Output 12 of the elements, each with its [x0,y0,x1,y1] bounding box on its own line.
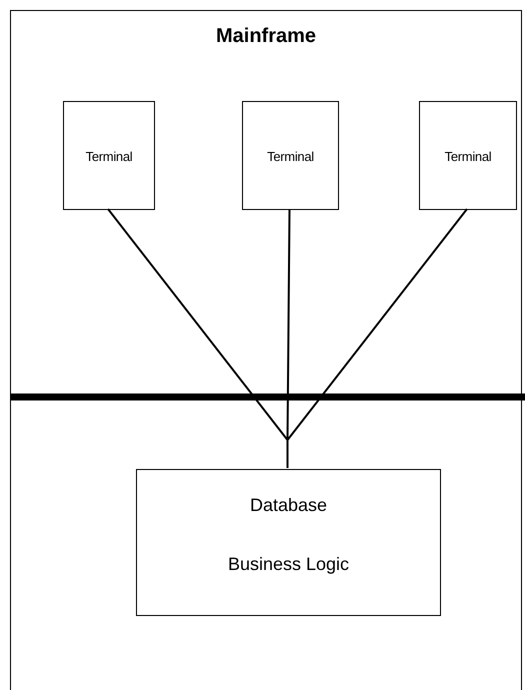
server-box [136,469,441,616]
title: Mainframe [214,25,318,48]
node-label: Terminal [444,148,492,164]
node-label: Terminal [266,148,315,164]
node-label: Database [248,495,328,516]
mainframe-frame [10,10,522,690]
terminal-box [419,101,517,210]
node-label: Terminal [84,148,134,164]
terminal-box [242,101,339,210]
node-label: Business Logic [226,554,350,575]
terminal-box [63,101,155,210]
connector-line [286,208,468,468]
